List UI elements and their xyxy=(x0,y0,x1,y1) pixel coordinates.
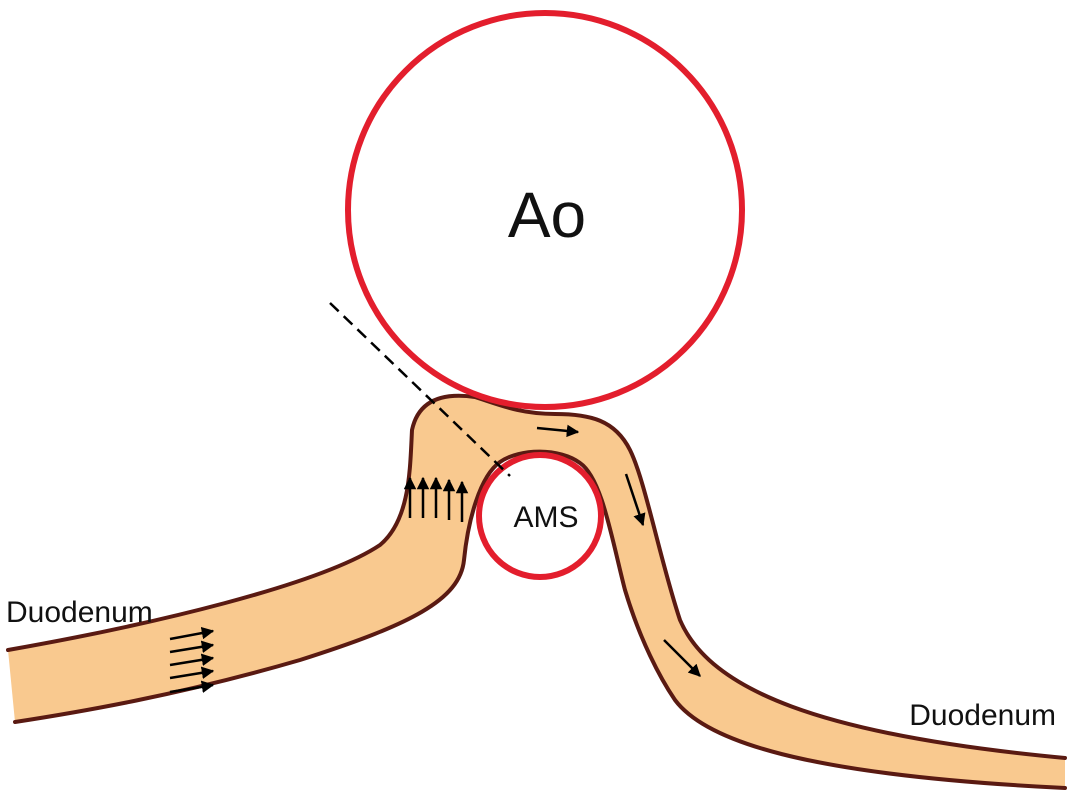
aorta-circle xyxy=(345,10,745,410)
flow-arrow xyxy=(536,424,580,438)
flow-arrows-up xyxy=(403,476,469,522)
flow-arrow xyxy=(624,473,646,527)
flow-arrow xyxy=(169,680,215,694)
flow-arrow xyxy=(169,640,215,654)
duodenum-label-left: Duodenum xyxy=(6,596,153,629)
aortomesenteric-angle-line xyxy=(329,302,511,477)
flow-arrow xyxy=(169,626,215,641)
duodenum-wall-bottom xyxy=(13,449,1067,790)
duodenum-wall-top xyxy=(6,393,1067,760)
duodenum-tube xyxy=(8,395,1065,788)
duodenum-label-right: Duodenum xyxy=(909,699,1056,732)
flow-arrow xyxy=(169,653,215,667)
flow-arrow xyxy=(663,639,701,677)
aorta-label: Ao xyxy=(508,179,586,251)
sma-label: AMS xyxy=(513,501,578,534)
flow-arrow xyxy=(169,666,215,680)
flow-arrows-right xyxy=(536,424,701,677)
sma-circle xyxy=(476,452,604,580)
flow-arrows-left xyxy=(169,626,215,694)
